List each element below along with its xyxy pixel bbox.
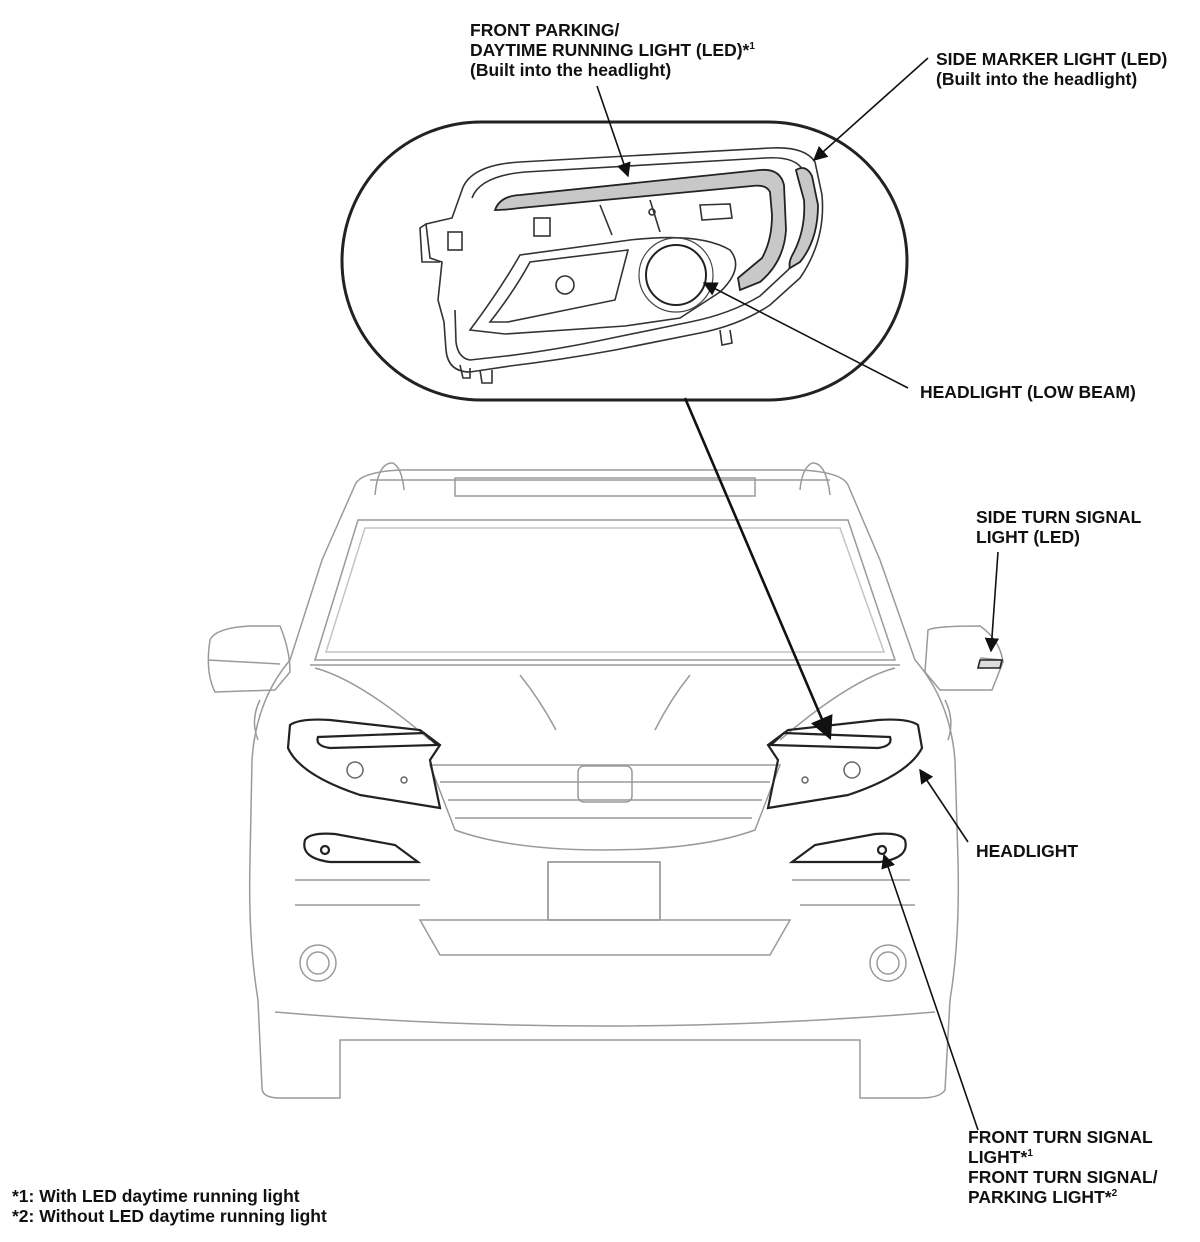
- footnote-1: *1: With LED daytime running light: [12, 1186, 300, 1206]
- low-beam-projector: [645, 244, 707, 306]
- label-line: DAYTIME RUNNING LIGHT (LED)*: [470, 40, 750, 60]
- detail-zoom-arrow: [683, 397, 833, 741]
- left-headlight: [286, 718, 442, 810]
- label-front-turn-signal: FRONT TURN SIGNAL LIGHT*1 FRONT TURN SIG…: [968, 1127, 1158, 1207]
- label-line: FRONT PARKING/: [470, 20, 620, 40]
- label-line: LIGHT*: [968, 1147, 1028, 1167]
- label-line: LIGHT (LED): [976, 527, 1081, 547]
- label-line: FRONT TURN SIGNAL/: [968, 1167, 1158, 1187]
- leader-headlight: [919, 768, 969, 843]
- label-line: FRONT TURN SIGNAL: [968, 1127, 1153, 1147]
- label-line: (Built into the headlight): [470, 60, 672, 80]
- footnote-marker: 1: [749, 41, 755, 52]
- label-line: (Built into the headlight): [936, 69, 1138, 89]
- label-headlight-low-beam: HEADLIGHT (LOW BEAM): [920, 382, 1136, 402]
- label-line: SIDE MARKER LIGHT (LED): [936, 49, 1168, 69]
- leader-front-turn-signal: [881, 853, 979, 1131]
- leader-low-beam: [702, 282, 909, 389]
- leader-front-parking: [596, 85, 631, 178]
- label-headlight: HEADLIGHT: [976, 841, 1079, 861]
- right-front-turn-signal: [788, 832, 907, 864]
- vehicle-front-view: [207, 462, 1004, 1099]
- footnote-marker: 1: [1027, 1148, 1033, 1159]
- label-line: SIDE TURN SIGNAL: [976, 507, 1142, 527]
- left-front-turn-signal: [303, 832, 422, 864]
- side-turn-signal-led: [976, 659, 1004, 669]
- leader-side-turn-signal: [984, 551, 1000, 653]
- footnote-marker: 2: [1111, 1188, 1118, 1199]
- right-headlight: [766, 718, 924, 810]
- side-marker-led: [788, 167, 819, 270]
- headlight-detail-callout: [340, 120, 909, 402]
- footnote-2: *2: Without LED daytime running light: [12, 1206, 327, 1226]
- label-side-marker-light: SIDE MARKER LIGHT (LED) (Built into the …: [936, 49, 1167, 89]
- footnotes: *1: With LED daytime running light *2: W…: [12, 1186, 327, 1226]
- headlight-assembly: [419, 146, 824, 384]
- leader-side-marker: [812, 57, 929, 161]
- leader-lines: [596, 57, 1000, 1131]
- drl-led-strip: [493, 168, 787, 292]
- label-front-parking-drl: FRONT PARKING/ DAYTIME RUNNING LIGHT (LE…: [470, 20, 755, 80]
- label-line: PARKING LIGHT*: [968, 1187, 1112, 1207]
- label-side-turn-signal: SIDE TURN SIGNAL LIGHT (LED): [976, 507, 1141, 547]
